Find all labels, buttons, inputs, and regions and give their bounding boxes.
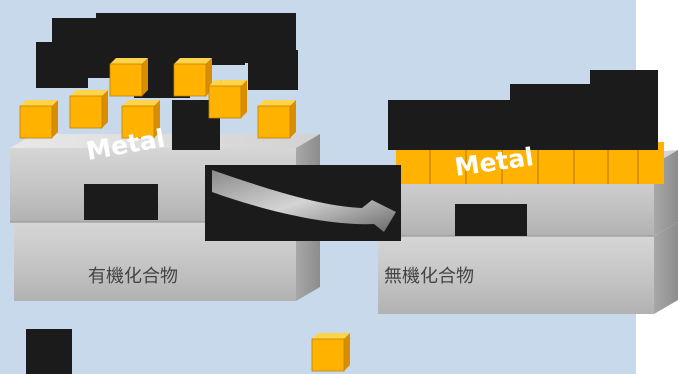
metal-cube	[208, 79, 248, 119]
metal-cube	[19, 99, 59, 139]
redaction-block	[26, 329, 72, 374]
metal-cube	[257, 99, 297, 139]
curved-arrow-shape	[212, 170, 396, 232]
redaction-block	[84, 184, 158, 220]
redaction-block	[590, 70, 658, 100]
right-redaction-group	[388, 70, 658, 150]
right-lower-slab-side	[654, 222, 678, 314]
redaction-block	[248, 50, 298, 90]
right-lower-slab-front	[378, 236, 654, 314]
inorganic-compound-label: 無機化合物	[384, 266, 474, 287]
left-upper-slab-top	[10, 134, 320, 148]
organic-compound-label: 有機化合物	[88, 266, 178, 287]
metal-cube	[311, 332, 351, 372]
metal-cube	[69, 89, 109, 129]
redaction-block	[455, 204, 527, 236]
redaction-block	[193, 13, 245, 65]
transfer-arrow	[205, 165, 401, 241]
metal-cube	[173, 57, 213, 97]
metal-cube	[109, 57, 149, 97]
